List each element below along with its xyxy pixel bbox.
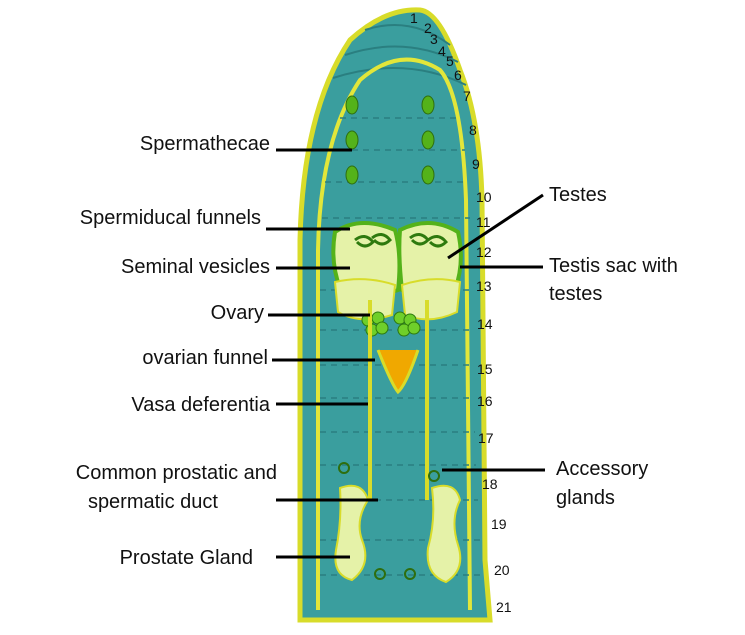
label-testis-sac-line2: testes [549, 283, 603, 305]
segment-number: 20 [494, 562, 510, 578]
seminal-vesicle-left [331, 220, 402, 297]
leader-lines [266, 148, 545, 559]
segment-number: 12 [476, 244, 492, 260]
label-testis-sac-line1: Testis sac with [549, 255, 678, 277]
segment-number: 5 [446, 53, 454, 69]
spermatheca [421, 130, 435, 150]
segment-number: 13 [476, 278, 492, 294]
spermatheca [345, 130, 359, 150]
head-ring [364, 24, 451, 46]
segment-number: 8 [469, 122, 477, 138]
segment-number: 7 [463, 88, 471, 104]
label-accessory-line2: glands [556, 487, 615, 509]
label-common-duct-line2: spermatic duct [87, 491, 218, 513]
spermatheca [345, 95, 359, 115]
segment-number: 17 [478, 430, 494, 446]
segment-number: 11 [476, 214, 491, 230]
label-vasa-deferentia: Vasa deferentia [131, 394, 270, 416]
label-common-duct-line1: Common prostatic and [75, 462, 277, 484]
segment-number: 9 [472, 156, 480, 172]
segment-number: 15 [477, 361, 493, 377]
segment-number: 10 [476, 189, 492, 205]
head-ring [332, 67, 467, 86]
label-seminal-vesicles: Seminal vesicles [121, 256, 270, 278]
testis-sac-lower [333, 278, 462, 321]
segment-number: 2 [424, 20, 432, 36]
segment-number: 1 [410, 10, 418, 26]
spermatheca [421, 165, 435, 185]
label-spermathecae: Spermathecae [139, 133, 270, 155]
label-ovarian-funnel: ovarian funnel [142, 347, 268, 369]
spermatheca [421, 95, 435, 115]
label-accessory-line1: Accessory [556, 458, 649, 480]
spermatheca [345, 165, 359, 185]
segment-number: 19 [491, 516, 507, 532]
vasa-deferentia-ducts [368, 300, 429, 500]
segment-number: 21 [496, 599, 512, 615]
segment-number: 6 [454, 67, 462, 83]
segment-number: 4 [438, 43, 446, 59]
head-ring [344, 45, 459, 63]
segment-number: 16 [477, 393, 493, 409]
label-ovary: Ovary [210, 302, 264, 324]
segment-number: 18 [482, 476, 498, 492]
label-spermiducal-funnels: Spermiducal funnels [79, 207, 261, 229]
label-testes: Testes [549, 184, 607, 206]
label-prostate-gland: Prostate Gland [119, 547, 253, 569]
segment-number: 3 [430, 31, 438, 47]
leader-testes [447, 193, 544, 260]
accessory-glands [338, 462, 440, 580]
spermathecae-organs [345, 95, 435, 185]
oviduct [376, 349, 420, 395]
segment-number: 14 [477, 316, 493, 332]
funnel-coils [354, 233, 449, 248]
inner-outline [316, 57, 472, 611]
